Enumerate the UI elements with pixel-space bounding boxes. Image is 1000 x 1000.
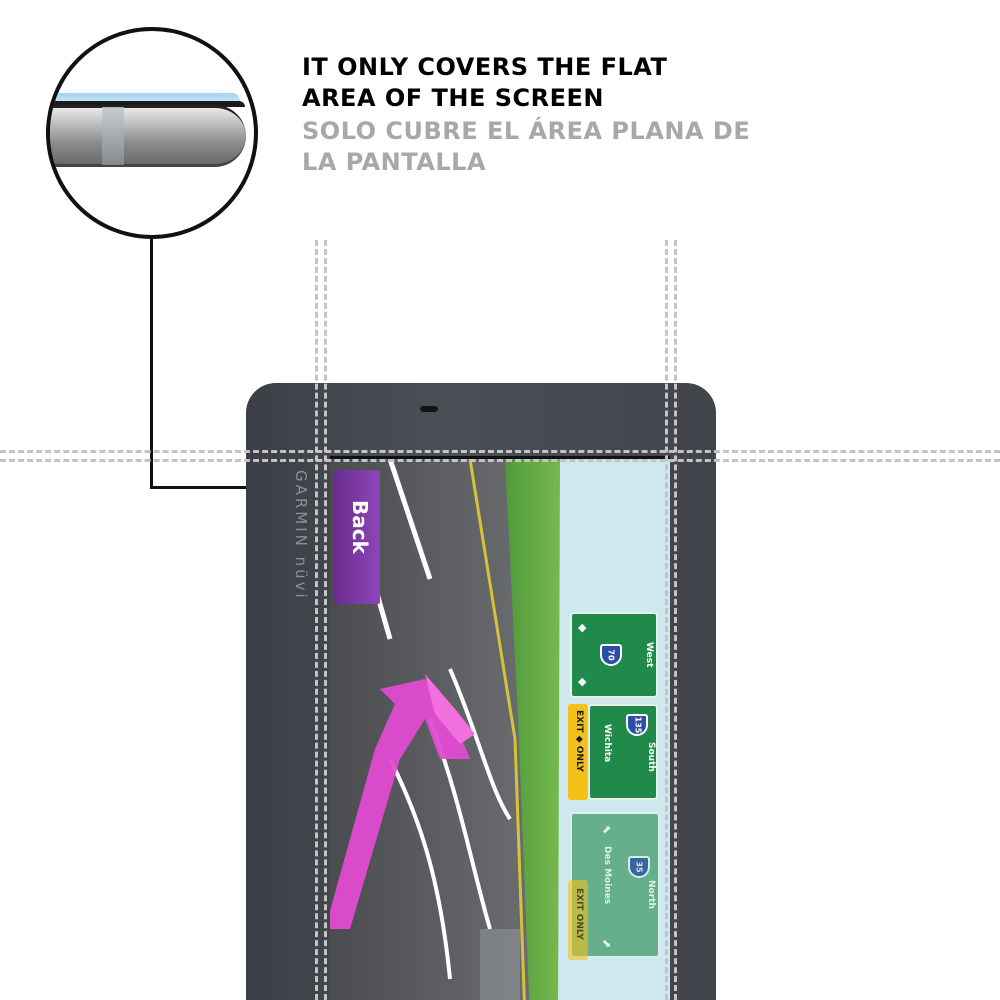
headline-spanish: SOLO CUBRE EL ÁREA PLANA DE LA PANTALLA: [302, 116, 862, 178]
overpass-pillar: [480, 929, 520, 1000]
leader-line-vertical: [150, 237, 153, 489]
headline-english: IT ONLY COVERS THE FLAT AREA OF THE SCRE…: [302, 52, 862, 114]
lane-mark: [448, 668, 512, 821]
headline-es-line-2: LA PANTALLA: [302, 148, 487, 176]
sign-2-city: Wichita: [602, 724, 612, 763]
exit-only-label: EXIT ◆ ONLY: [574, 710, 584, 772]
sign-3-direction: North: [646, 880, 656, 909]
zoom-detail-icon: [46, 27, 258, 239]
protector-film-layer: [50, 93, 240, 103]
arrow-up-icon: ◆: [578, 621, 587, 634]
arrow-down-icon: ◆: [578, 675, 587, 688]
headline-en-line-2: AREA OF THE SCREEN: [302, 84, 604, 112]
road-edge-line: [468, 459, 526, 1000]
exit-only-tab: [568, 880, 588, 960]
arrow-up-right-icon: ⬈: [602, 823, 612, 836]
sign-3-city: Des Moines: [602, 846, 612, 905]
headline-en-line-1: IT ONLY COVERS THE FLAT: [302, 53, 668, 81]
arrow-down-right-icon: ⬊: [602, 937, 612, 950]
interstate-shield-icon: 135: [626, 714, 648, 736]
headline-es-line-1: SOLO CUBRE EL ÁREA PLANA DE: [302, 117, 751, 145]
exit-only-label: EXIT ONLY: [574, 888, 584, 940]
brand-logo: GARMIN nüvi: [292, 470, 310, 601]
turn-arrow-icon: [330, 679, 470, 929]
sign-1-direction: West: [644, 642, 654, 668]
exit-only-tab: [568, 704, 588, 800]
lane-mark: [388, 758, 452, 980]
lane-mark: [387, 459, 433, 580]
device-edge-profile: [50, 105, 246, 167]
headline: IT ONLY COVERS THE FLAT AREA OF THE SCRE…: [302, 52, 862, 178]
screen-glass-layer: [50, 101, 245, 107]
back-button-label: Back: [348, 500, 372, 554]
turn-arrow-head: [425, 674, 475, 744]
device-speaker: [420, 406, 438, 412]
leader-line-horizontal: [150, 486, 333, 489]
interstate-shield-icon: 70: [600, 644, 622, 666]
sign-2-direction: South: [646, 742, 656, 772]
device-edge-band: [102, 107, 124, 165]
back-button[interactable]: [334, 470, 380, 604]
interstate-shield-icon: 35: [628, 856, 650, 878]
